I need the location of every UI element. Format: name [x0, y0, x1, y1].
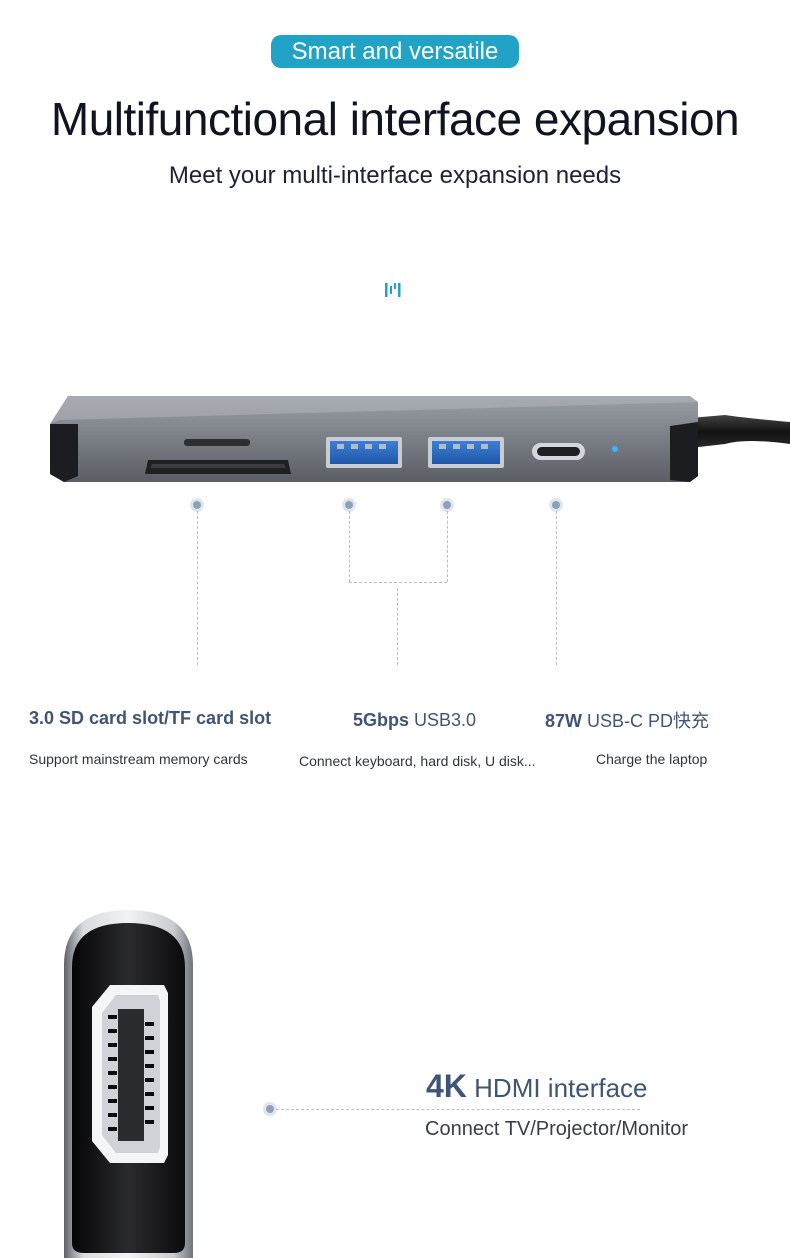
hdmi-title-bold: 4K: [426, 1068, 467, 1104]
feature-title-usbc-light: USB-C PD快充: [587, 711, 710, 731]
feature-title-usb3-light: USB3.0: [414, 710, 477, 730]
feature-title-usb3: 5Gbps USB3.0: [353, 710, 476, 731]
usb-a-port-icon: [326, 437, 402, 468]
hdmi-title-light: HDMI interface: [474, 1073, 648, 1103]
connector-dot: [193, 501, 201, 509]
feature-title-usb3-bold: 5Gbps: [353, 710, 410, 730]
tf-slot-icon: [184, 439, 250, 446]
connector-line: [349, 582, 447, 583]
hdmi-title: 4K HDMI interface: [426, 1068, 648, 1105]
led-icon: [612, 446, 618, 452]
connector-dot: [443, 501, 451, 509]
page-title: Multifunctional interface expansion: [50, 93, 740, 145]
feature-title-usbc-bold: 87W: [545, 711, 583, 731]
hdmi-port-icon: [64, 910, 193, 1258]
connector-line: [556, 511, 557, 665]
connector-line: [397, 588, 398, 665]
brand-logo-icon: [385, 283, 401, 297]
connector-line: [349, 511, 350, 582]
page-subtitle: Meet your multi-interface expansion need…: [168, 162, 622, 189]
connector-dot: [345, 501, 353, 509]
usb-a-port-icon: [428, 437, 504, 468]
feature-title-usbc: 87W USB-C PD快充: [545, 707, 709, 733]
connector-line: [197, 511, 198, 665]
feature-desc-usbc: Charge the laptop: [596, 751, 708, 767]
feature-title-card-slot: 3.0 SD card slot/TF card slot: [29, 708, 272, 728]
connector-line: [276, 1109, 640, 1110]
sd-slot-icon: [145, 460, 291, 474]
connector-dot: [266, 1105, 274, 1113]
usb-hub-illustration: [50, 396, 790, 482]
connector-dot: [552, 501, 560, 509]
usb-c-port-icon: [532, 443, 585, 460]
hdmi-desc: Connect TV/Projector/Monitor: [425, 1118, 689, 1140]
badge: Smart and versatile: [271, 35, 519, 68]
connector-line: [447, 511, 448, 582]
feature-desc-card-slot: Support mainstream memory cards: [29, 751, 248, 767]
feature-desc-usb3: Connect keyboard, hard disk, U disk...: [299, 753, 536, 769]
